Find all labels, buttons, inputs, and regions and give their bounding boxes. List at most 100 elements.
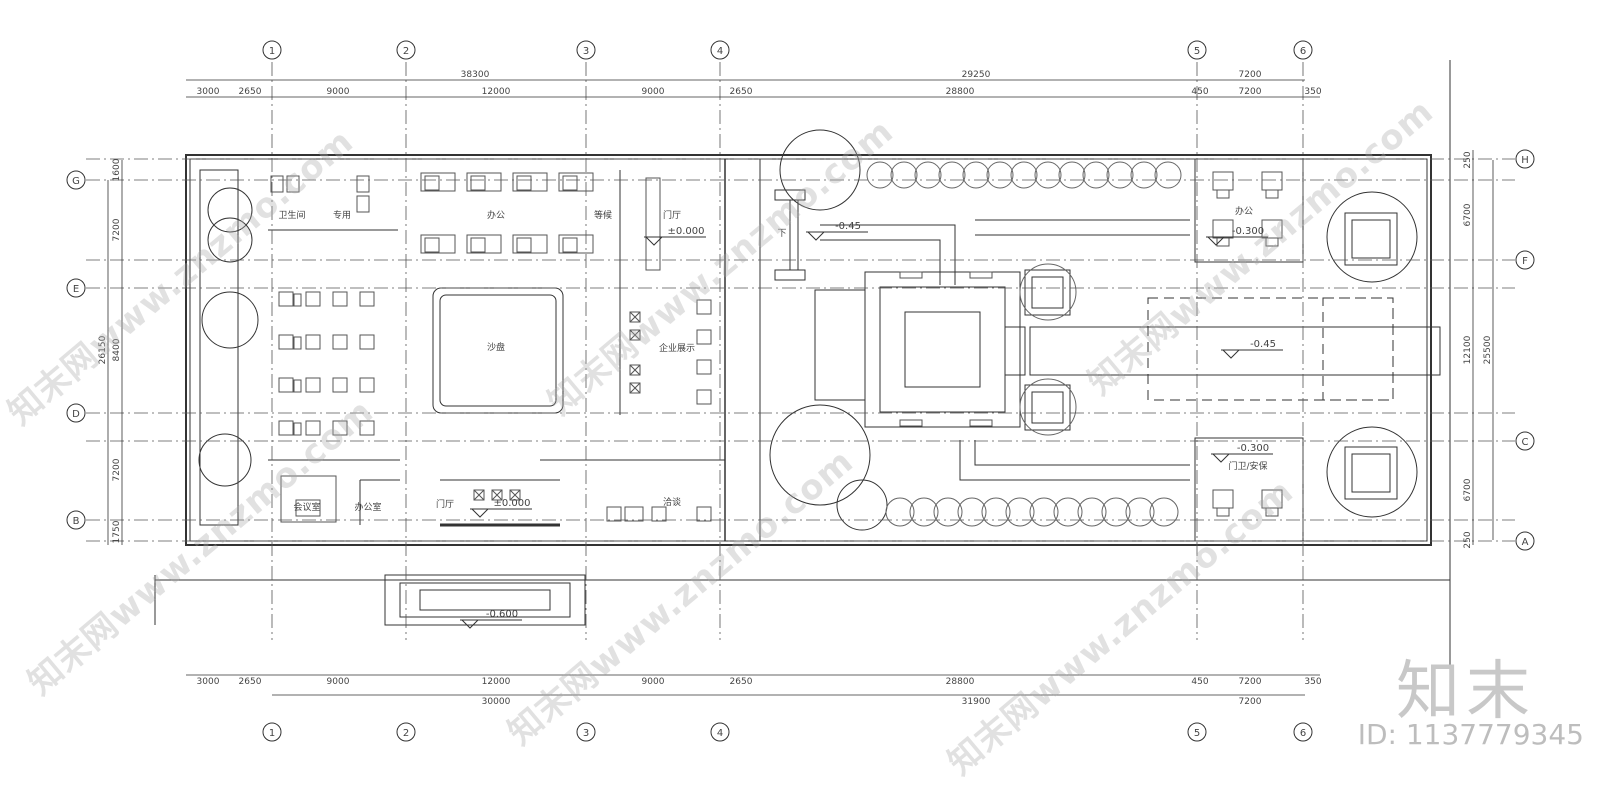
level-marker-icon: [460, 619, 480, 629]
dimension-text: 25500: [1483, 335, 1493, 364]
chair: [1265, 507, 1279, 517]
reception-box-cross: [473, 489, 485, 501]
room-label-sand-table: 沙盘: [487, 341, 505, 353]
toilet-fixture: [270, 175, 284, 193]
level-marker-icon: [1211, 453, 1231, 463]
axis-label-row: E: [73, 284, 79, 295]
room-label-waiting: 等候: [594, 209, 612, 221]
chair: [305, 377, 321, 393]
dimension-text: 9000: [327, 87, 350, 97]
chair: [696, 359, 712, 375]
chair: [332, 420, 348, 436]
shrub: [981, 497, 1011, 527]
axis-bubble-column: [576, 40, 596, 60]
shrub: [1149, 497, 1179, 527]
dimension-text: 28800: [946, 87, 975, 97]
dimension-text: 7200: [1239, 697, 1262, 707]
axis-bubble-column: [1187, 40, 1207, 60]
axis-label-column: 4: [717, 46, 723, 57]
dimension-text: 12000: [482, 677, 511, 687]
reception-box-cross: [491, 489, 503, 501]
office-desk: [1212, 219, 1234, 239]
chair: [278, 420, 294, 436]
shrub: [933, 497, 963, 527]
shrub: [1082, 161, 1110, 189]
chair: [332, 334, 348, 350]
dimension-text: 6700: [1463, 203, 1473, 226]
pavilion-core: [904, 311, 981, 388]
dimension-text: 7200: [1239, 87, 1262, 97]
chair: [606, 506, 622, 522]
axis-label-column: 3: [583, 728, 589, 739]
chair: [424, 237, 440, 253]
exhibit-panel: [645, 177, 661, 271]
meeting-room-sofa: [280, 475, 337, 523]
axis-bubble-row: [1515, 431, 1535, 451]
axis-bubble-column: [1293, 40, 1313, 60]
level-label: -0.300: [1237, 443, 1269, 454]
workstation: [558, 234, 594, 254]
display-stand: [629, 364, 641, 376]
dimension-text: 350: [1304, 677, 1321, 687]
brand-logo: 知末: [1396, 655, 1536, 729]
shrub: [1005, 497, 1035, 527]
chair: [1216, 507, 1230, 517]
dimension-text: 1600: [112, 158, 122, 181]
reception-box: [509, 489, 521, 501]
dimension-text: 1750: [112, 520, 122, 543]
workstation: [420, 234, 456, 254]
dimension-text: 450: [1191, 87, 1208, 97]
axis-bubble-row: [66, 278, 86, 298]
axis-label-row: D: [72, 409, 80, 420]
negotiation-table: [624, 506, 644, 522]
shrub: [1029, 497, 1059, 527]
room-label-exhibit: 企业展示: [659, 342, 695, 354]
dimension-text: 12100: [1463, 335, 1473, 364]
dimension-text: 9000: [327, 677, 350, 687]
drawing-id: ID: 1137779345: [1357, 718, 1584, 751]
chair: [696, 389, 712, 405]
axis-label-row: C: [1522, 437, 1529, 448]
dimension-text: 350: [1304, 87, 1321, 97]
dimension-text: 250: [1463, 531, 1473, 548]
level-label: ±0.000: [493, 498, 530, 509]
chair: [305, 334, 321, 350]
side-table: [293, 293, 302, 307]
chair: [696, 329, 712, 345]
dimension-text: 38300: [461, 70, 490, 80]
level-label: ±0.000: [667, 226, 704, 237]
building-outline: [185, 154, 1432, 546]
meeting-room-coffee-table: [295, 499, 321, 517]
tree: [1019, 263, 1077, 321]
toilet-fixture: [286, 175, 300, 193]
dimension-text: 7200: [112, 458, 122, 481]
office-desk: [1261, 171, 1283, 191]
axis-bubble-column: [396, 722, 416, 742]
axis-label-column: 2: [403, 46, 409, 57]
dimension-text: 8400: [112, 338, 122, 361]
bench: [969, 419, 993, 427]
chair: [470, 175, 486, 191]
dimension-text: 26150: [98, 335, 108, 364]
shrub: [885, 497, 915, 527]
tree: [1019, 378, 1077, 436]
room-label-guard: 门卫/安保: [1228, 460, 1267, 472]
chair: [1216, 189, 1230, 199]
chair: [278, 334, 294, 350]
axis-label-column: 4: [717, 728, 723, 739]
dimension-text: 250: [1463, 151, 1473, 168]
axis-label-column: 2: [403, 728, 409, 739]
axis-label-row: B: [73, 516, 80, 527]
chair: [359, 334, 375, 350]
chair: [470, 237, 486, 253]
shrub: [1053, 497, 1083, 527]
workstation: [512, 172, 548, 192]
shrub: [1154, 161, 1182, 189]
office-desk: [1212, 489, 1234, 509]
room-label-down: 下: [777, 229, 786, 239]
entrance-canopy: [384, 574, 586, 626]
shrub: [1106, 161, 1134, 189]
dimension-text: 2650: [730, 87, 753, 97]
axis-bubble-row: [66, 510, 86, 530]
